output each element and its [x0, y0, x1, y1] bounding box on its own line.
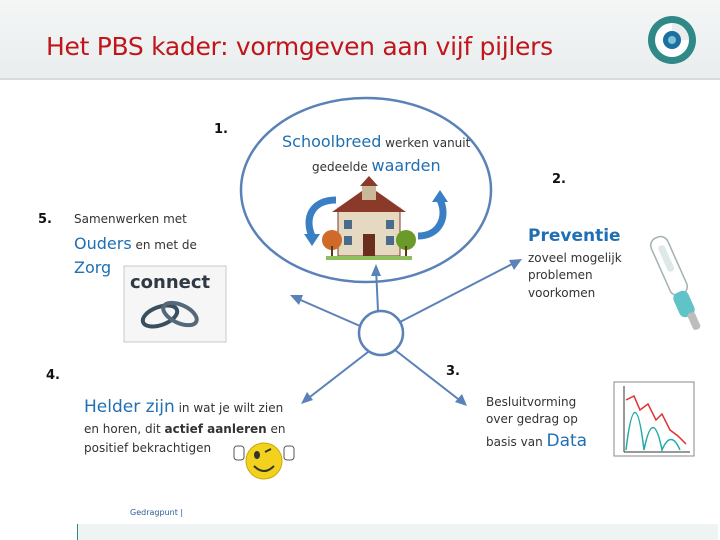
- pillar1-rest: werken vanuit: [381, 136, 471, 150]
- spoke-to-3: [394, 349, 463, 403]
- line-chart-icon: [613, 381, 695, 457]
- pillar-number-1: 1.: [214, 122, 228, 137]
- header-divider: [0, 78, 720, 80]
- school-building-icon: [322, 176, 416, 260]
- target-logo-icon: [648, 16, 696, 64]
- pillar5-line1: Samenwerken met: [74, 212, 187, 226]
- pillar1-line2-pre: gedeelde: [312, 160, 372, 174]
- thumbs-up-smiley-icon: [233, 442, 295, 480]
- pillar5-highlight2: Zorg: [74, 258, 112, 277]
- pillar4-bold: actief aanleren: [164, 422, 267, 437]
- pillar-number-2: 2.: [552, 172, 566, 187]
- pillar1-text: Schoolbreed werken vanuit: [282, 130, 502, 154]
- pillar3-body: Besluitvorming over gedrag op basis van: [486, 395, 578, 449]
- spoke-to-4: [305, 351, 369, 401]
- pillar4-rest1: in wat je wilt zien en horen, dit: [84, 401, 284, 437]
- footer-label: Gedragpunt |: [130, 508, 184, 517]
- pillar2-body: zoveel mogelijk problemen voorkomen: [528, 251, 622, 300]
- pillar5-highlight1: Ouders: [74, 234, 132, 253]
- curved-arrows-icon: [304, 190, 448, 246]
- pillar5-mid: en met de: [131, 238, 197, 252]
- pillar1-highlight2: waarden: [371, 156, 441, 175]
- pillar1-line2: gedeelde waarden: [312, 154, 512, 178]
- connect-label: connect: [130, 272, 211, 293]
- spoke-to-2: [399, 261, 517, 323]
- pillar3-highlight: Data: [546, 430, 588, 451]
- header-band: [0, 0, 720, 80]
- pillar4-text: Helder zijn in wat je wilt zien en horen…: [84, 394, 296, 458]
- pillar2-heading: Preventie: [528, 226, 621, 246]
- footer-band: [78, 524, 718, 540]
- connect-chain-icon: [123, 265, 227, 343]
- pillar-number-5: 5.: [38, 212, 52, 227]
- pillar4-highlight: Helder zijn: [84, 397, 175, 417]
- pillar4-rest2: en positief bekrachtigen: [84, 422, 286, 455]
- pillar-number-3: 3.: [446, 364, 460, 379]
- pillar-number-4: 4.: [46, 368, 60, 383]
- pillar3-text: Besluitvorming over gedrag op basis van …: [486, 394, 604, 453]
- thermometer-icon: [649, 235, 701, 330]
- spoke-to-5: [295, 297, 361, 327]
- pillar5-line2: Ouders en met de: [74, 232, 234, 256]
- values-ellipse: [239, 96, 493, 284]
- center-node: [357, 309, 405, 357]
- slide-title: Het PBS kader: vormgeven aan vijf pijler…: [46, 32, 553, 61]
- pillar1-highlight: Schoolbreed: [282, 132, 382, 151]
